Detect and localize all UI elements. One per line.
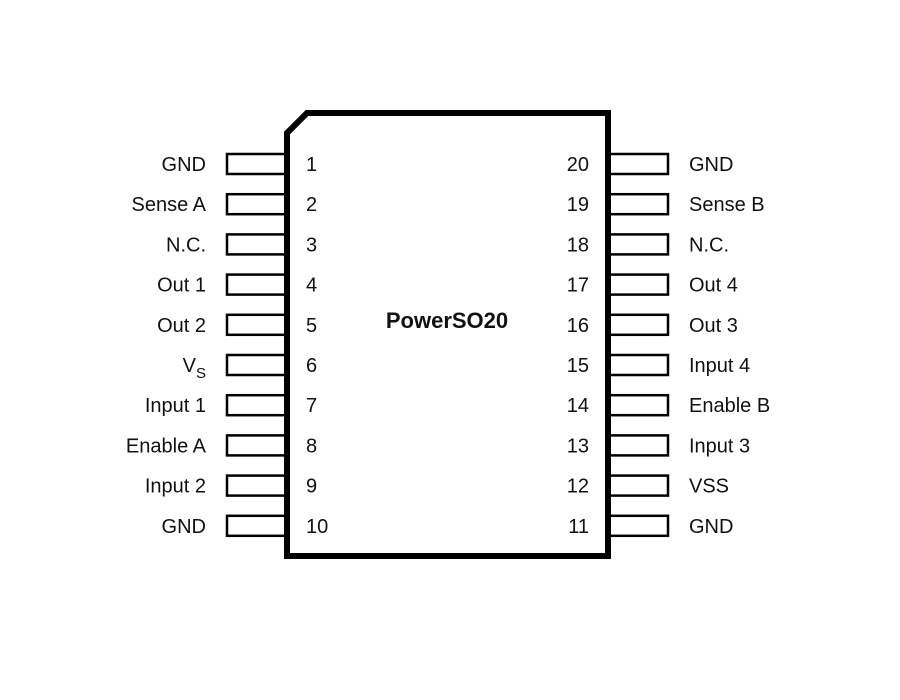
pin-label: Enable B bbox=[689, 395, 770, 417]
pin-number: 5 bbox=[306, 315, 317, 337]
pin-19 bbox=[606, 192, 670, 216]
pin-15 bbox=[606, 353, 670, 377]
pin-number: 1 bbox=[306, 154, 317, 176]
pin-number: 11 bbox=[568, 516, 589, 538]
pin-label: Input 2 bbox=[145, 476, 206, 498]
pin-number: 8 bbox=[306, 435, 317, 457]
pin-number: 12 bbox=[567, 476, 589, 498]
pin-label: Out 3 bbox=[689, 315, 738, 337]
pin-13 bbox=[606, 434, 670, 457]
pin-1 bbox=[225, 152, 289, 176]
pin-label: Sense A bbox=[131, 194, 206, 216]
pin-20 bbox=[606, 152, 670, 176]
pin-lead bbox=[225, 393, 289, 417]
pin-label: Out 2 bbox=[157, 315, 206, 337]
pin-2 bbox=[225, 192, 289, 216]
pin-number: 6 bbox=[306, 355, 317, 377]
pin-label: Input 3 bbox=[689, 435, 750, 457]
pin-number: 15 bbox=[567, 355, 589, 377]
pin-label: Out 4 bbox=[689, 275, 738, 297]
pin-lead bbox=[606, 434, 670, 457]
pin-11 bbox=[606, 514, 670, 538]
pin-lead bbox=[606, 152, 670, 176]
pin-number: 20 bbox=[567, 154, 589, 176]
pin-lead bbox=[225, 313, 289, 337]
pin-number: 2 bbox=[306, 194, 317, 216]
pin-lead bbox=[606, 514, 670, 538]
pin-lead bbox=[606, 233, 670, 256]
pin-9 bbox=[225, 474, 289, 497]
pin-17 bbox=[606, 273, 670, 296]
pin-lead bbox=[225, 514, 289, 538]
pin-lead bbox=[225, 152, 289, 176]
pin-label: Input 4 bbox=[689, 355, 750, 377]
pin-lead bbox=[606, 353, 670, 377]
pin-label: VS bbox=[183, 355, 206, 382]
pin-lead bbox=[606, 393, 670, 417]
chip-body bbox=[284, 110, 611, 559]
pin-label: GND bbox=[689, 516, 733, 538]
pin-lead bbox=[225, 353, 289, 377]
pin-number: 18 bbox=[567, 234, 589, 256]
pin-number: 17 bbox=[567, 275, 589, 297]
pin-lead bbox=[606, 192, 670, 216]
pin-lead bbox=[225, 474, 289, 497]
pin-label: Out 1 bbox=[157, 275, 206, 297]
pin-lead bbox=[225, 233, 289, 256]
pin-number: 3 bbox=[306, 234, 317, 256]
pin-label: N.C. bbox=[689, 234, 729, 256]
pin-lead bbox=[225, 192, 289, 216]
pin-4 bbox=[225, 273, 289, 296]
pin-number: 4 bbox=[306, 275, 317, 297]
pin-12 bbox=[606, 474, 670, 497]
pin-5 bbox=[225, 313, 289, 337]
pin-number: 9 bbox=[306, 476, 317, 498]
pin-label: Input 1 bbox=[145, 395, 206, 417]
pin-number: 13 bbox=[567, 435, 589, 457]
pin-lead bbox=[225, 434, 289, 457]
pin-number: 16 bbox=[567, 315, 589, 337]
pin-label: GND bbox=[162, 154, 206, 176]
pin-lead bbox=[606, 313, 670, 337]
pin-14 bbox=[606, 393, 670, 417]
pin-label: Sense B bbox=[689, 194, 765, 216]
pin-lead bbox=[606, 474, 670, 497]
pin-3 bbox=[225, 233, 289, 256]
pin-8 bbox=[225, 434, 289, 457]
pin-18 bbox=[606, 233, 670, 256]
pin-6 bbox=[225, 353, 289, 377]
pin-16 bbox=[606, 313, 670, 337]
pin-number: 10 bbox=[306, 516, 328, 538]
pin-lead bbox=[606, 273, 670, 296]
pin-7 bbox=[225, 393, 289, 417]
pin-label: VSS bbox=[689, 476, 729, 498]
pin-label: Enable A bbox=[126, 435, 207, 457]
pin-label: N.C. bbox=[166, 234, 206, 256]
pin-label: GND bbox=[689, 154, 733, 176]
pin-label: GND bbox=[162, 516, 206, 538]
pin-number: 19 bbox=[567, 194, 589, 216]
package-name: PowerSO20 bbox=[386, 308, 508, 333]
pin-number: 14 bbox=[567, 395, 589, 417]
pin-lead bbox=[225, 273, 289, 296]
pin-number: 7 bbox=[306, 395, 317, 417]
pin-10 bbox=[225, 514, 289, 538]
